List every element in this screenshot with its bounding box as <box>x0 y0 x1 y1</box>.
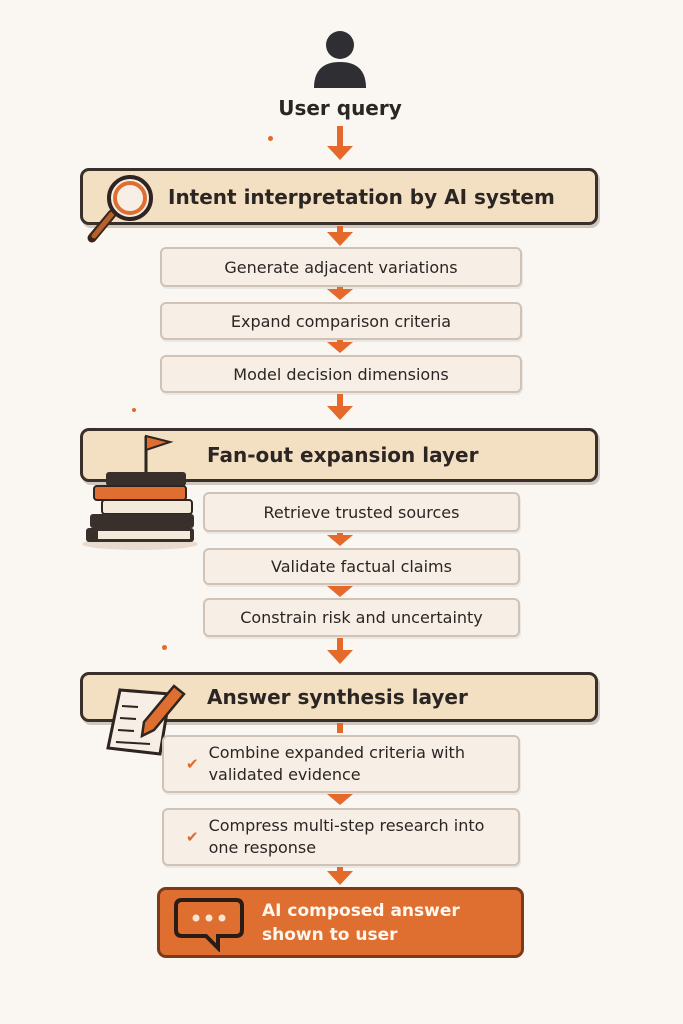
decor-dot <box>132 408 136 412</box>
check-icon: ✔ <box>186 755 199 773</box>
chat-bubble-icon <box>174 897 244 952</box>
step-retrieve-sources: Retrieve trusted sources <box>203 492 520 532</box>
magnifier-icon <box>87 175 153 243</box>
decor-dot <box>162 645 167 650</box>
notepad-pencil-icon <box>106 684 186 756</box>
step-validate-claims: Validate factual claims <box>203 548 520 585</box>
step-expand-criteria: Expand comparison criteria <box>160 302 522 340</box>
step-combine-criteria: ✔ Combine expanded criteria with validat… <box>162 735 520 793</box>
final-answer-label: AI composed answer shown to user <box>262 900 460 945</box>
step-text: Compress multi-step research into one re… <box>208 816 485 857</box>
step-compress-research: ✔ Compress multi-step research into one … <box>162 808 520 866</box>
user-query-label: User query <box>278 96 402 120</box>
layer-intent-interpretation: Intent interpretation by AI system <box>80 168 598 225</box>
layer-fanout-expansion: Fan-out expansion layer <box>80 428 598 482</box>
check-icon: ✔ <box>186 828 199 846</box>
decor-dot <box>268 136 273 141</box>
user-icon <box>314 31 366 88</box>
final-answer-box: AI composed answer shown to user <box>157 887 524 958</box>
layer-title: Answer synthesis layer <box>207 685 468 709</box>
step-model-dimensions: Model decision dimensions <box>160 355 522 393</box>
books-flag-icon <box>82 434 198 550</box>
step-constrain-risk: Constrain risk and uncertainty <box>203 598 520 637</box>
step-text: Combine expanded criteria with validated… <box>208 743 465 784</box>
layer-title: Intent interpretation by AI system <box>168 184 555 209</box>
layer-title: Fan-out expansion layer <box>207 443 479 467</box>
step-generate-variations: Generate adjacent variations <box>160 247 522 287</box>
